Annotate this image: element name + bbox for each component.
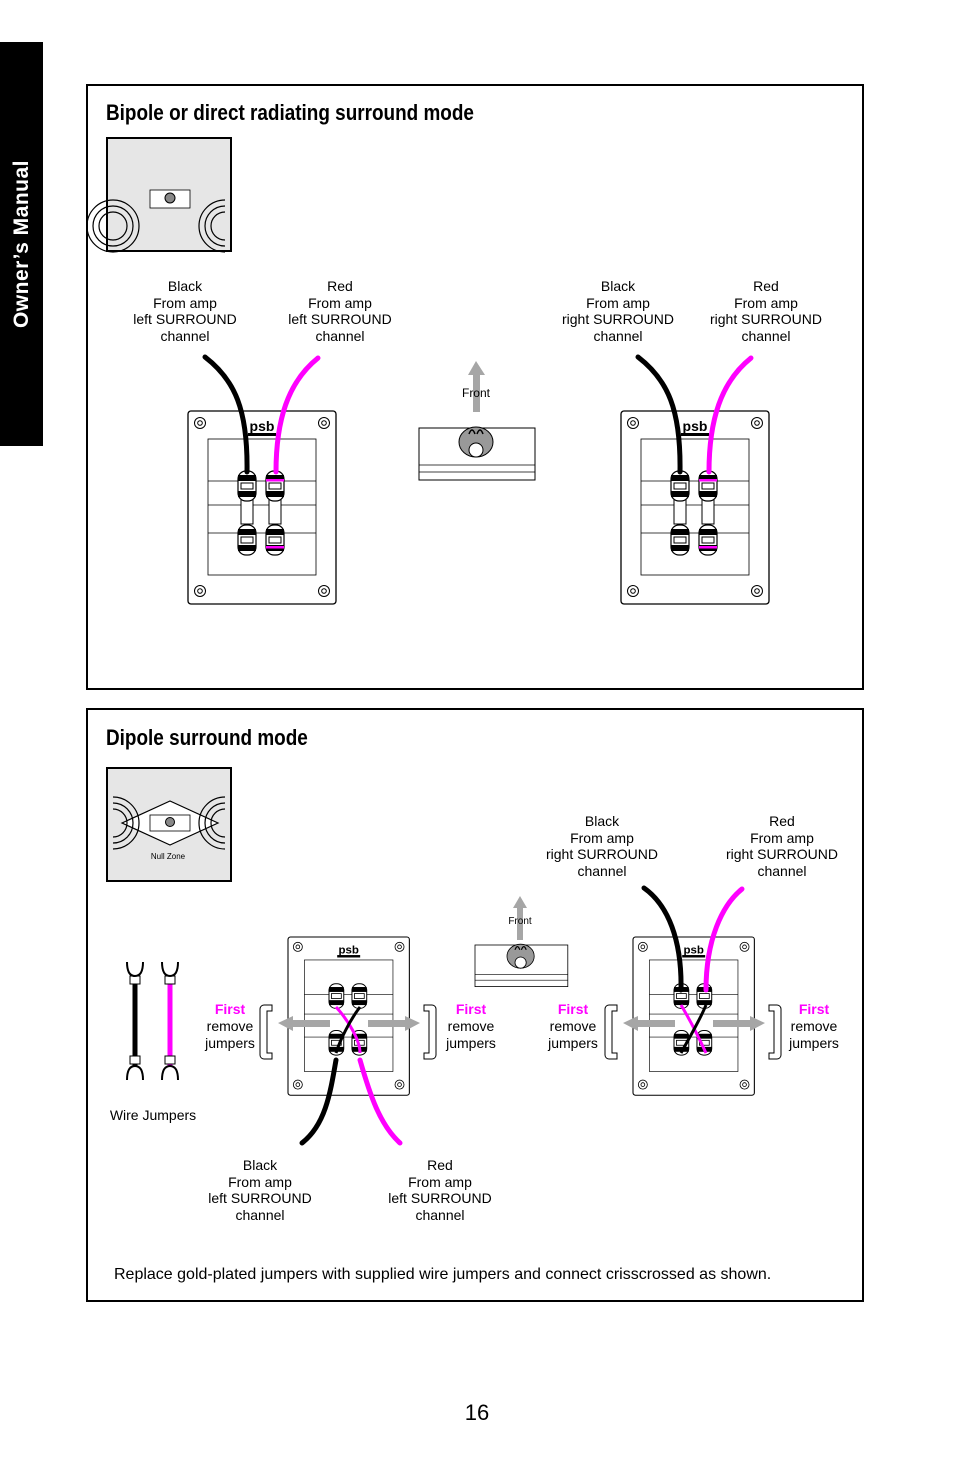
black-wire-right-dipole (641, 885, 684, 993)
label2-black-right: Black From amp right SURROUND channel (545, 813, 658, 879)
label-black-right: Black From amp right SURROUND channel (561, 278, 674, 344)
red-wire-right (706, 355, 754, 475)
label2-black-left: Black From amp left SURROUND channel (208, 1157, 312, 1223)
remove-jumpers-1: remove jumpers (205, 1018, 255, 1051)
left-removed-jumper-right (423, 1004, 437, 1060)
remove-jumpers-3: remove jumpers (548, 1018, 598, 1051)
bipole-title: Bipole or direct radiating surround mode (106, 100, 474, 125)
label-front: Front (461, 386, 490, 400)
instruction-note: Replace gold-plated jumpers with supplie… (114, 1266, 772, 1283)
red-wire-left-dipole (357, 1057, 403, 1146)
bipole-right-speaker (620, 410, 770, 605)
bipole-left-speaker (187, 410, 337, 605)
arrow-left-icon (278, 1016, 330, 1031)
wire-jumpers-icon (126, 961, 179, 1081)
bipole-room-inset (86, 137, 232, 253)
label2-front: Front (508, 916, 532, 927)
null-zone-label: Null Zone (150, 852, 186, 861)
listener-icon (418, 426, 536, 481)
remove-jumpers-4: remove jumpers (789, 1018, 839, 1051)
arrow-right-icon (368, 1016, 420, 1031)
wire-jumpers-label: Wire Jumpers (109, 1107, 197, 1123)
listener-icon-2 (474, 943, 569, 987)
page-number: 16 (464, 1400, 490, 1425)
label2-red-left: Red From amp left SURROUND channel (388, 1157, 492, 1223)
label-black-left: Black From amp left SURROUND channel (133, 278, 237, 344)
black-wire-left-dipole (299, 1057, 339, 1146)
label-red-left: Red From amp left SURROUND channel (288, 278, 392, 344)
first-label-4: First (798, 1001, 830, 1017)
label-red-right: Red From amp right SURROUND channel (709, 278, 822, 344)
dipole-title: Dipole surround mode (106, 725, 308, 750)
remove-jumpers-2: remove jumpers (446, 1018, 496, 1051)
first-label-2: First (455, 1001, 487, 1017)
front-arrow-icon-2 (513, 896, 527, 940)
black-wire-right (635, 354, 683, 475)
arrow-right-icon-2 (713, 1016, 765, 1031)
red-wire-left (273, 355, 321, 475)
dipole-left-speaker (287, 936, 410, 1096)
label2-red-right: Red From amp right SURROUND channel (725, 813, 838, 879)
owners-manual-tab: Owner’s Manual (0, 42, 43, 446)
black-wire-left (202, 354, 250, 475)
first-label-1: First (214, 1001, 246, 1017)
red-wire-right-dipole (703, 886, 745, 993)
dipole-room-inset (106, 767, 232, 882)
bipole-panel: Bipole or direct radiating surround mode (86, 84, 864, 690)
dipole-panel: Dipole surround mode (86, 708, 864, 1302)
front-arrow-icon (468, 361, 485, 412)
first-label-3: First (557, 1001, 589, 1017)
arrow-left-icon-2 (623, 1016, 675, 1031)
dipole-right-speaker (632, 936, 755, 1096)
